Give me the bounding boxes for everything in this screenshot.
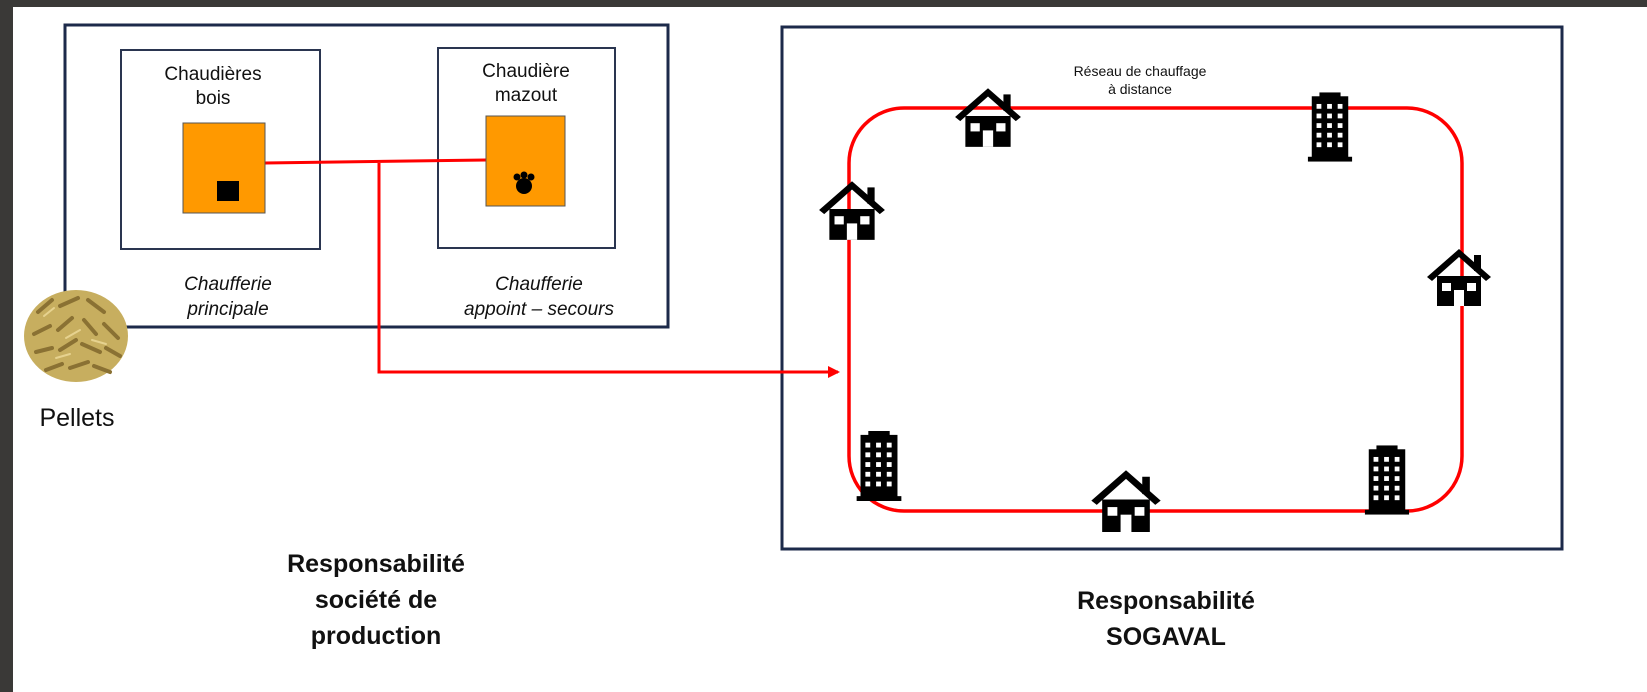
wood-boiler-fire-icon: [217, 181, 239, 201]
supply-pipe: [264, 158, 838, 372]
house-icon: [819, 181, 885, 240]
sogaval-responsibility: Responsabilité SOGAVAL: [1077, 587, 1255, 651]
pellets-label: Pellets: [39, 404, 115, 432]
district-heating-loop: [847, 106, 1464, 513]
main-room-caption: Chaufferie principale: [184, 274, 272, 320]
network-frame: [780, 25, 1564, 551]
diagram-svg: [24, 23, 1564, 551]
building-icon: [856, 431, 902, 501]
backup-room-caption: Chaufferie appoint – secours: [464, 274, 614, 320]
building-icon: [1364, 445, 1410, 515]
house-icon: [1427, 249, 1491, 306]
pellets-icon: [24, 290, 128, 382]
production-responsibility: Responsabilité société de production: [287, 550, 465, 650]
production-frame: [63, 23, 670, 329]
diagram-canvas: Chaudières bois Chaudière mazout Chauffe…: [13, 7, 1647, 692]
network-title: Réseau de chauffage à distance: [1073, 63, 1207, 97]
oil-boiler-fire-icon: [513, 171, 535, 194]
wood-boilers-title: Chaudières bois: [164, 64, 262, 109]
building-icon: [1307, 92, 1353, 162]
house-icon: [1091, 470, 1161, 532]
house-icon: [955, 88, 1021, 147]
oil-boiler-title: Chaudière mazout: [482, 61, 570, 106]
